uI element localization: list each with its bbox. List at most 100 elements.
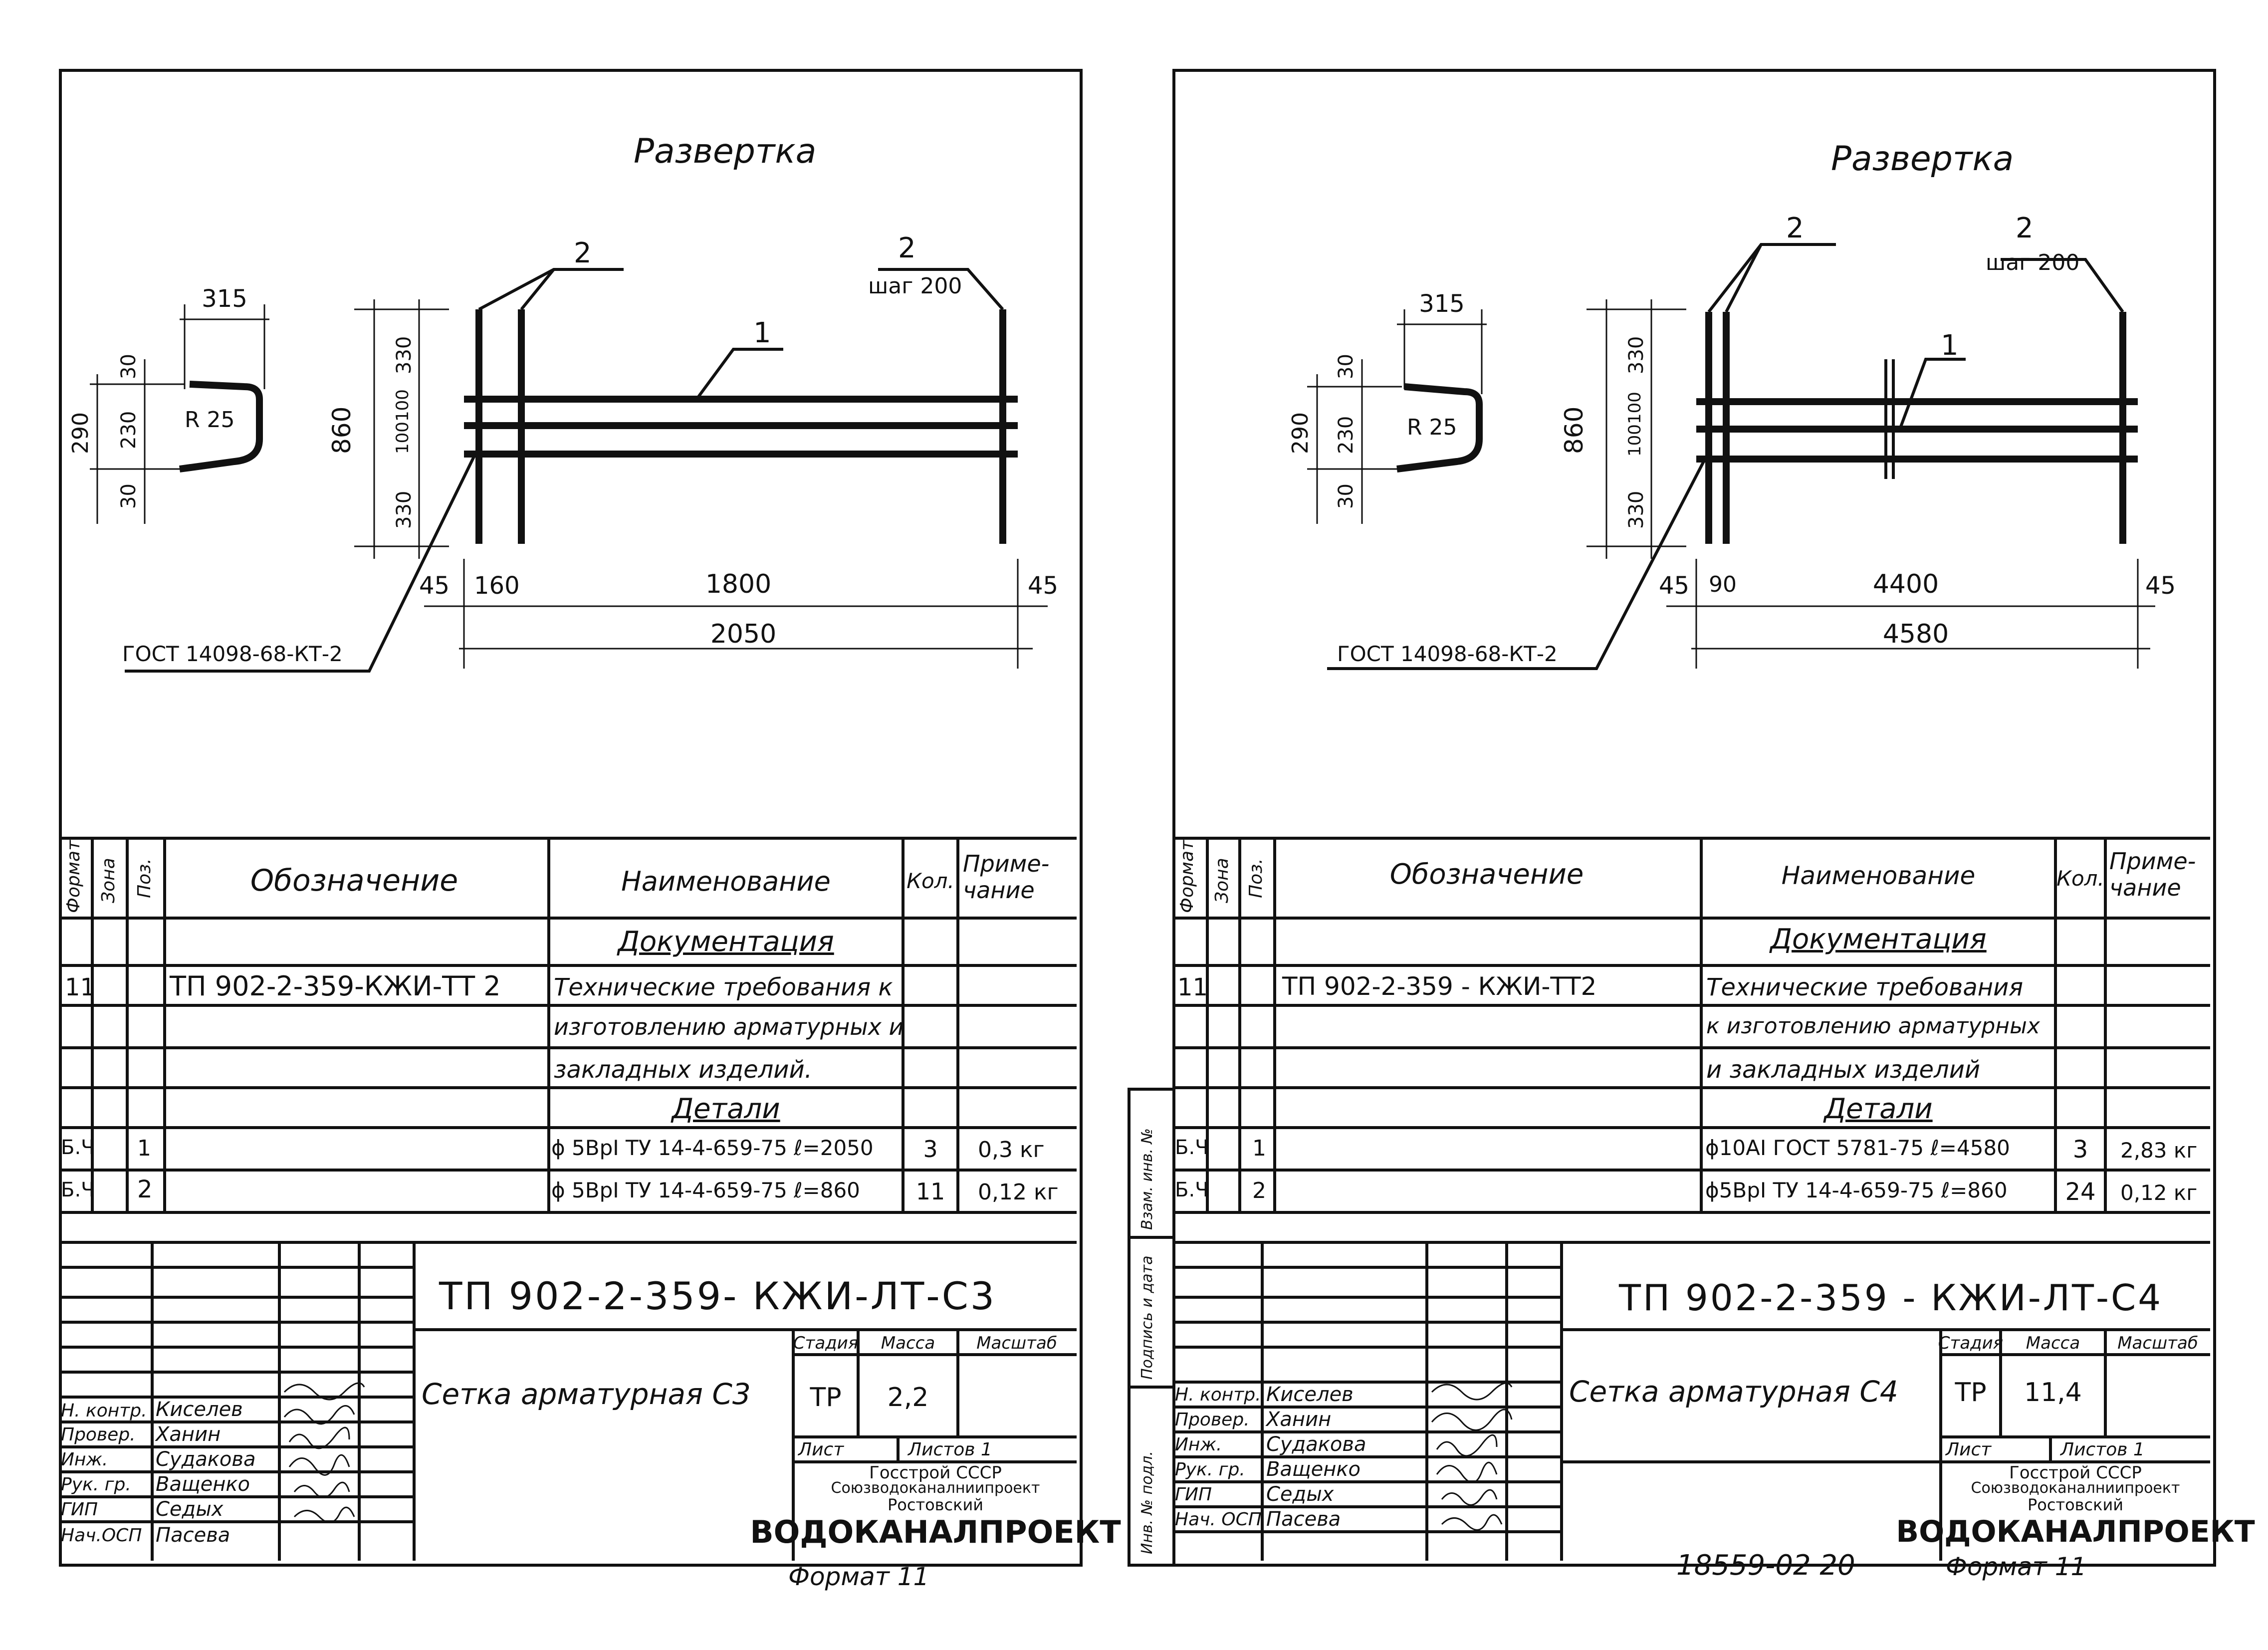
org-line-3: Ростовский [887, 1495, 984, 1514]
row-note: 2,83 кг [2120, 1138, 2198, 1163]
doc-name-line-2: к изготовлению арматурных [1706, 1013, 2040, 1039]
row-name: ϕ 5ВрI ТУ 14-4-659-75 ℓ=860 [551, 1178, 860, 1202]
role-1: Н. контр. [61, 1401, 147, 1421]
row-format: Б.Ч [1175, 1136, 1209, 1159]
dim-v-1: 330 [393, 336, 416, 374]
mass-header: Масса [881, 1333, 935, 1353]
name-1: Киселев [1266, 1383, 1354, 1406]
row-pos: 2 [1252, 1178, 1266, 1203]
spec-col-pos: Поз. [1246, 858, 1266, 898]
dim-h-total: 2050 [710, 619, 777, 649]
drawing-code: ТП 902-2-359 - КЖИ-ЛТ-С4 [1619, 1277, 2163, 1319]
sheet-frame [59, 69, 1083, 1567]
weld-note: ГОСТ 14098-68-КТ-2 [1337, 642, 1558, 666]
org-line-2: Союзводоканалниипроект [1971, 1479, 2180, 1497]
spec-col-note: Приме- чание [963, 850, 1050, 904]
drawing-name: Сетка арматурная С3 [422, 1377, 751, 1411]
profile-h-top: 30 [1335, 354, 1358, 379]
row-format: Б.Ч [1175, 1179, 1209, 1201]
dim-h-span: 1800 [705, 569, 772, 599]
profile-h-mid: 230 [1335, 416, 1358, 454]
signature-2 [1431, 1409, 1513, 1431]
doc-name-line-1: Технические требования [1706, 973, 2024, 1001]
pos2-left-label: 2 [574, 237, 592, 269]
pitch-label: шаг 200 [868, 273, 962, 299]
role-4: Рук. гр. [1175, 1459, 1245, 1480]
sidebar-inv-original: Инв. № подл. [1138, 1451, 1156, 1554]
profile-h-bot: 30 [1335, 483, 1358, 509]
role-5: ГИП [61, 1499, 98, 1520]
archive-number: 18559-02 20 [1676, 1549, 1855, 1582]
sheet-c4: Развертка 2 2 шаг 200 1 315 R 25 290 30 … [1128, 0, 2268, 1650]
row-note: 0,3 кг [978, 1137, 1045, 1163]
spec-col-format: Формат [1177, 840, 1197, 913]
mass-header: Масса [2026, 1333, 2080, 1353]
spec-col-note: Приме- чание [2109, 848, 2196, 901]
spec-col-qty: Кол. [907, 869, 954, 893]
dim-v-4: 330 [1625, 490, 1648, 529]
signature-3 [288, 1426, 350, 1449]
name-1: Киселев [156, 1398, 243, 1421]
row-qty: 3 [2072, 1136, 2088, 1164]
row-format: Б.Ч [61, 1179, 95, 1201]
pitch-label: шаг 200 [1986, 250, 2080, 275]
row-qty: 11 [915, 1178, 945, 1205]
row-name: ϕ 5ВрI ТУ 14-4-659-75 ℓ=2050 [551, 1136, 874, 1160]
signature-6 [293, 1506, 355, 1523]
mass-value: 2,2 [887, 1383, 929, 1413]
profile-width: 315 [1419, 290, 1465, 318]
dim-v-3: 100 [393, 422, 413, 454]
name-6: Пасева [1266, 1508, 1341, 1531]
stage-header: Стадия [793, 1333, 859, 1353]
bar-profile-shape [1396, 383, 1483, 472]
pos1-label: 1 [1941, 329, 1959, 362]
signature-1 [1431, 1382, 1513, 1401]
dim-h-left: 45 [1659, 572, 1690, 600]
doc-designation: ТП 902-2-359-КЖИ-ТТ 2 [170, 970, 501, 1002]
dim-total-height: 860 [1560, 406, 1588, 454]
dim-h-gap: 160 [474, 572, 520, 600]
sheets-label: Листов 1 [908, 1439, 992, 1460]
mass-value: 11,4 [2024, 1378, 2082, 1408]
pos2-left-label: 2 [1786, 212, 1804, 244]
signature-5 [1441, 1489, 1498, 1506]
role-2: Провер. [1175, 1410, 1250, 1430]
row-pos: 2 [137, 1176, 153, 1203]
dim-h-right: 45 [1028, 572, 1059, 600]
role-5: ГИП [1175, 1484, 1212, 1505]
section-documentation: Документация [1770, 923, 1987, 955]
name-2: Ханин [156, 1423, 221, 1446]
profile-height: 290 [1288, 412, 1313, 454]
profile-h-mid: 230 [117, 411, 140, 449]
signature-4 [1436, 1461, 1498, 1483]
row-format: Б.Ч [61, 1136, 95, 1159]
rebar-drawing [1128, 243, 2210, 1561]
row-name: ϕ5ВрI ТУ 14-4-659-75 ℓ=860 [1705, 1178, 2008, 1202]
name-5: Седых [156, 1498, 224, 1521]
drawing-title: Развертка [1831, 139, 2014, 179]
dim-h-left: 45 [419, 572, 450, 600]
bar-profile-shape [179, 381, 263, 472]
role-6: Нач. ОСП [1175, 1509, 1262, 1530]
name-5: Седых [1266, 1483, 1334, 1506]
profile-width: 315 [202, 285, 247, 313]
signature-3 [1436, 1434, 1498, 1457]
doc-name-line-3: и закладных изделий [1706, 1056, 1981, 1084]
name-4: Ващенко [156, 1473, 250, 1496]
signature-2 [283, 1405, 355, 1425]
signature-1 [283, 1382, 365, 1401]
role-4: Рук. гр. [61, 1474, 131, 1495]
stage-value: ТР [810, 1383, 842, 1413]
doc-name-line-3: закладных изделий. [554, 1056, 812, 1084]
doc-name-line-1: Технические требования к [554, 973, 893, 1001]
profile-radius: R 25 [1407, 415, 1457, 440]
dim-h-gap: 90 [1709, 572, 1737, 597]
name-3: Судакова [1266, 1433, 1366, 1456]
format-footer: Формат 11 [788, 1562, 929, 1591]
sidebar-frame [1128, 1088, 1175, 1567]
rebar-drawing [59, 268, 1077, 1561]
org-line-1: Госстрой СССР [2009, 1463, 2142, 1483]
stage-header: Стадия [1938, 1333, 2004, 1353]
role-2: Провер. [61, 1424, 136, 1445]
sheet-label: Лист [1946, 1439, 1992, 1460]
